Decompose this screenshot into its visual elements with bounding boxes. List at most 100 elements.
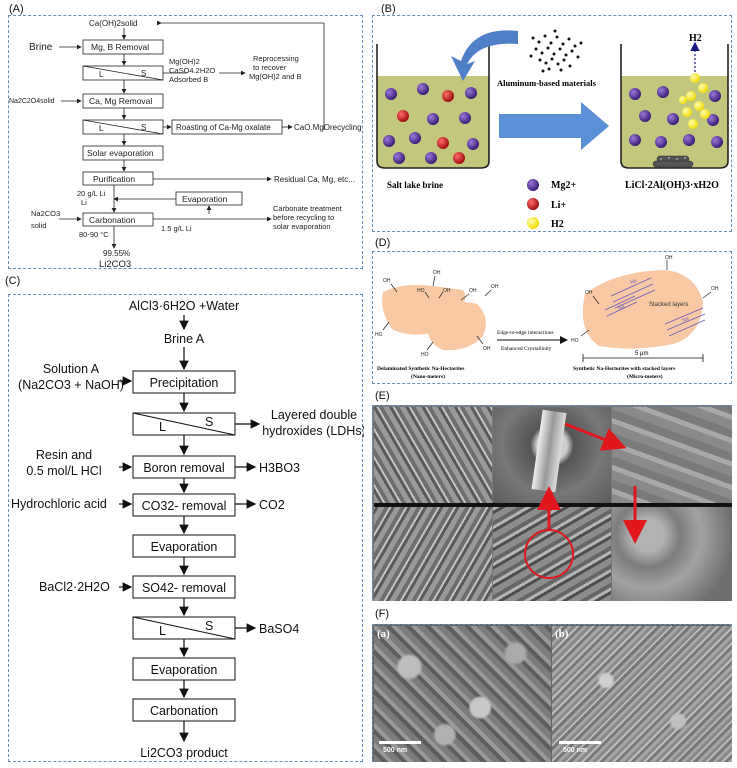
svg-text:OH: OH: [711, 286, 719, 292]
d-scale-label: 5 μm: [635, 351, 648, 357]
e-sem-1: [374, 407, 492, 503]
d-right-particle: [582, 270, 703, 349]
a-solar: Solar evaporation: [87, 148, 154, 158]
a-product: Li2CO3: [99, 259, 131, 270]
b-legend-li-label: Li+: [551, 200, 566, 211]
a-precip-1: Mg(OH)2: [169, 57, 200, 66]
svg-text:OH: OH: [433, 270, 441, 276]
a-purification-box: [82, 171, 154, 186]
a-carbonation-box: [82, 212, 154, 227]
a-mg-b-removal-box: [82, 39, 164, 55]
c-solution-a-2: (Na2CO3 + NaOH): [18, 378, 124, 392]
d-arrow-top: Edge-to-edge interactions: [497, 330, 554, 336]
a-li15: 1.5 g/L Li: [161, 224, 192, 233]
d-right-oh-groups: OH OH OH HO: [571, 255, 719, 344]
panel-label-c: (C): [5, 275, 21, 287]
c-ldh-1: Layered double: [271, 408, 357, 422]
a-roasting: Roasting of Ca-Mg oxalate: [176, 123, 271, 132]
d-left-label-2: (Nano-meters): [411, 373, 445, 380]
b-h2-top: H2: [689, 33, 702, 44]
b-legend-mg-label: Mg2+: [551, 180, 576, 191]
a-mg-b-removal: Mg, B Removal: [91, 42, 149, 52]
panel-label-f: (F): [375, 608, 390, 620]
d-stacked-layers: [604, 277, 706, 337]
a-ls1-l: L: [99, 70, 104, 79]
c-evap2: Evaporation: [151, 663, 218, 677]
a-evaporation: Evaporation: [182, 194, 228, 204]
svg-text:OH: OH: [665, 255, 673, 261]
c-so4: SO42- removal: [142, 581, 226, 595]
d-right-label-2: (Micro-meters): [627, 373, 663, 380]
svg-text:OH: OH: [483, 346, 491, 352]
svg-text:HO: HO: [375, 332, 383, 338]
svg-text:Na: Na: [618, 304, 626, 312]
panel-d-illustration: OH OH HO OH OH OH HO HO OH Delaminated S…: [375, 255, 719, 380]
c-brine: Brine A: [164, 332, 205, 346]
f-scale-bar-a: [379, 741, 421, 744]
a-carb-treat-3: solar evaporation: [273, 222, 331, 231]
a-cao: CaO.MgOrecycling: [294, 123, 362, 132]
c-bacl2: BaCl2·2H2O: [39, 580, 110, 594]
a-residual: Residual Ca, Mg, etc...: [274, 175, 355, 184]
b-precipitate: [652, 155, 694, 168]
panel-label-d: (D): [375, 237, 391, 249]
e-sem-5: [493, 507, 611, 601]
f-scale-a: 500 nm: [383, 747, 408, 754]
panel-e: [372, 405, 732, 601]
d-left-oh-groups: OH OH HO OH OH OH HO HO OH: [375, 270, 499, 358]
c-ls2-l: L: [159, 624, 166, 638]
panel-d: OH OH HO OH OH OH HO HO OH Delaminated S…: [372, 251, 732, 384]
a-ls1-s: S: [141, 69, 146, 78]
d-stacked-label: Stacked layers: [649, 302, 688, 308]
c-product: Li2CO3 product: [140, 746, 228, 760]
c-evap1: Evaporation: [151, 540, 218, 554]
a-carbonation: Carbonation: [89, 215, 136, 225]
b-product: LiCl·2Al(OH)3·xH2O: [625, 180, 719, 191]
c-co2: CO2: [259, 498, 285, 512]
d-arrow-bottom: Enhanced Crystallinity: [501, 346, 552, 352]
panel-b-illustration: Aluminum-based materials H2 Salt lake br…: [376, 29, 729, 230]
svg-text:OH: OH: [585, 290, 593, 296]
a-ls2-s: S: [141, 123, 146, 132]
panel-a: Ca(OH)2solid Brine Mg, B Removal L S Mg(…: [8, 15, 363, 270]
a-li20-b: Li: [81, 198, 87, 207]
b-materials-label: Aluminum-based materials: [497, 78, 597, 88]
c-ls2-s: S: [205, 619, 213, 633]
c-ls1-s: S: [205, 415, 213, 429]
a-carb-treat-1: Carbonate treatment: [273, 204, 343, 213]
b-brine-label: Salt lake brine: [387, 180, 443, 190]
a-temp: 80-90 °C: [79, 230, 109, 239]
e-sem-3: [612, 407, 732, 503]
b-left-particles: [383, 83, 479, 164]
c-carbonation: Carbonation: [150, 704, 218, 718]
svg-text:HO: HO: [421, 352, 429, 358]
c-ldh-2: hydroxides (LDHs): [262, 424, 364, 438]
c-precipitation: Precipitation: [150, 376, 219, 390]
b-h2-bubbles: [679, 73, 710, 129]
a-ls2-l: L: [99, 124, 104, 133]
f-scale-b: 500 nm: [563, 747, 588, 754]
a-reproc-3: Mg(OH)2 and B: [249, 72, 302, 81]
d-left-label-1: Delaminated Synthetic Na-Hectorites: [377, 366, 464, 372]
c-top: AlCl3·6H2O +Water: [129, 299, 239, 313]
b-legend-mg: [527, 179, 539, 191]
b-left-beaker: [376, 44, 490, 169]
a-ca-mg-box: [82, 93, 164, 109]
a-ca-mg-removal: Ca, Mg Removal: [89, 96, 152, 106]
b-legend-h2-label: H2: [551, 219, 564, 230]
svg-text:Na: Na: [630, 278, 638, 286]
e-annotations: [524, 422, 647, 579]
svg-text:OH: OH: [443, 288, 451, 294]
c-resin-2: 0.5 mol/L HCl: [26, 464, 101, 478]
f-sem-b: [552, 626, 732, 762]
c-resin-1: Resin and: [36, 448, 92, 462]
a-purification: Purification: [93, 174, 135, 184]
svg-text:OH: OH: [469, 288, 477, 294]
a-oxalate: Na2C2O4solid: [9, 98, 55, 105]
panel-b: Aluminum-based materials H2 Salt lake br…: [372, 15, 732, 232]
a-brine: Brine: [29, 42, 53, 53]
panel-f: (a) (b) 500 nm 500 nm: [372, 624, 732, 762]
panel-c-flowchart: AlCl3·6H2O +Water Brine A Solution A (Na…: [11, 299, 366, 760]
svg-text:HO: HO: [417, 288, 425, 294]
b-big-arrow: [499, 102, 609, 150]
